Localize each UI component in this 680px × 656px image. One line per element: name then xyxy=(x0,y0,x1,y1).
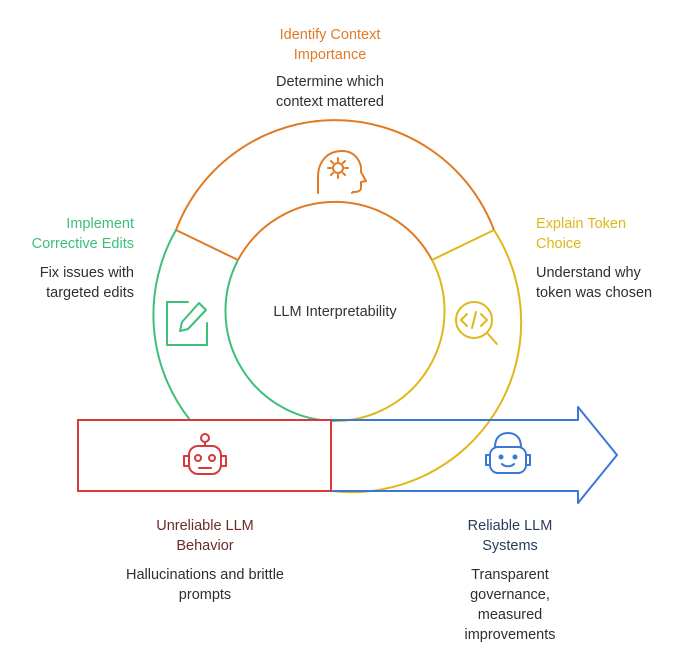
inner-ring-explain xyxy=(334,259,446,422)
stage-title-identify: Identify Context Importance xyxy=(279,27,381,63)
stage-title-implement: Implement Corrective Edits xyxy=(31,216,134,252)
end-title: Reliable LLM Systems xyxy=(467,518,553,554)
divider-identify-explain xyxy=(431,229,495,261)
happy-robot-icon xyxy=(485,432,531,474)
start-description: Hallucinations and brittle prompts xyxy=(126,567,284,603)
divider-identify-implement xyxy=(175,229,239,261)
end-arrow-shape xyxy=(331,406,618,504)
start-title: Unreliable LLM Behavior xyxy=(156,518,254,554)
head-gear-icon xyxy=(317,150,367,194)
broken-robot-icon xyxy=(183,433,227,475)
stage-description-implement: Fix issues with targeted edits xyxy=(39,265,134,301)
inner-ring-identify xyxy=(237,200,433,261)
ring-segment-implement xyxy=(152,229,191,421)
ring-segment-identify xyxy=(175,119,495,231)
stage-title-explain: Explain Token Choice xyxy=(536,216,627,252)
inner-ring-implement xyxy=(224,259,336,422)
code-search-icon xyxy=(455,301,498,345)
start-box xyxy=(77,419,332,492)
end-description: Transparent governance, measured improve… xyxy=(464,567,556,643)
ring-segment-explain xyxy=(330,229,523,494)
center-label: LLM Interpretability xyxy=(273,304,397,320)
stage-description-identify: Determine which context mattered xyxy=(276,74,384,110)
edit-icon xyxy=(166,301,208,346)
stage-description-explain: Understand why token was chosen xyxy=(536,265,653,301)
